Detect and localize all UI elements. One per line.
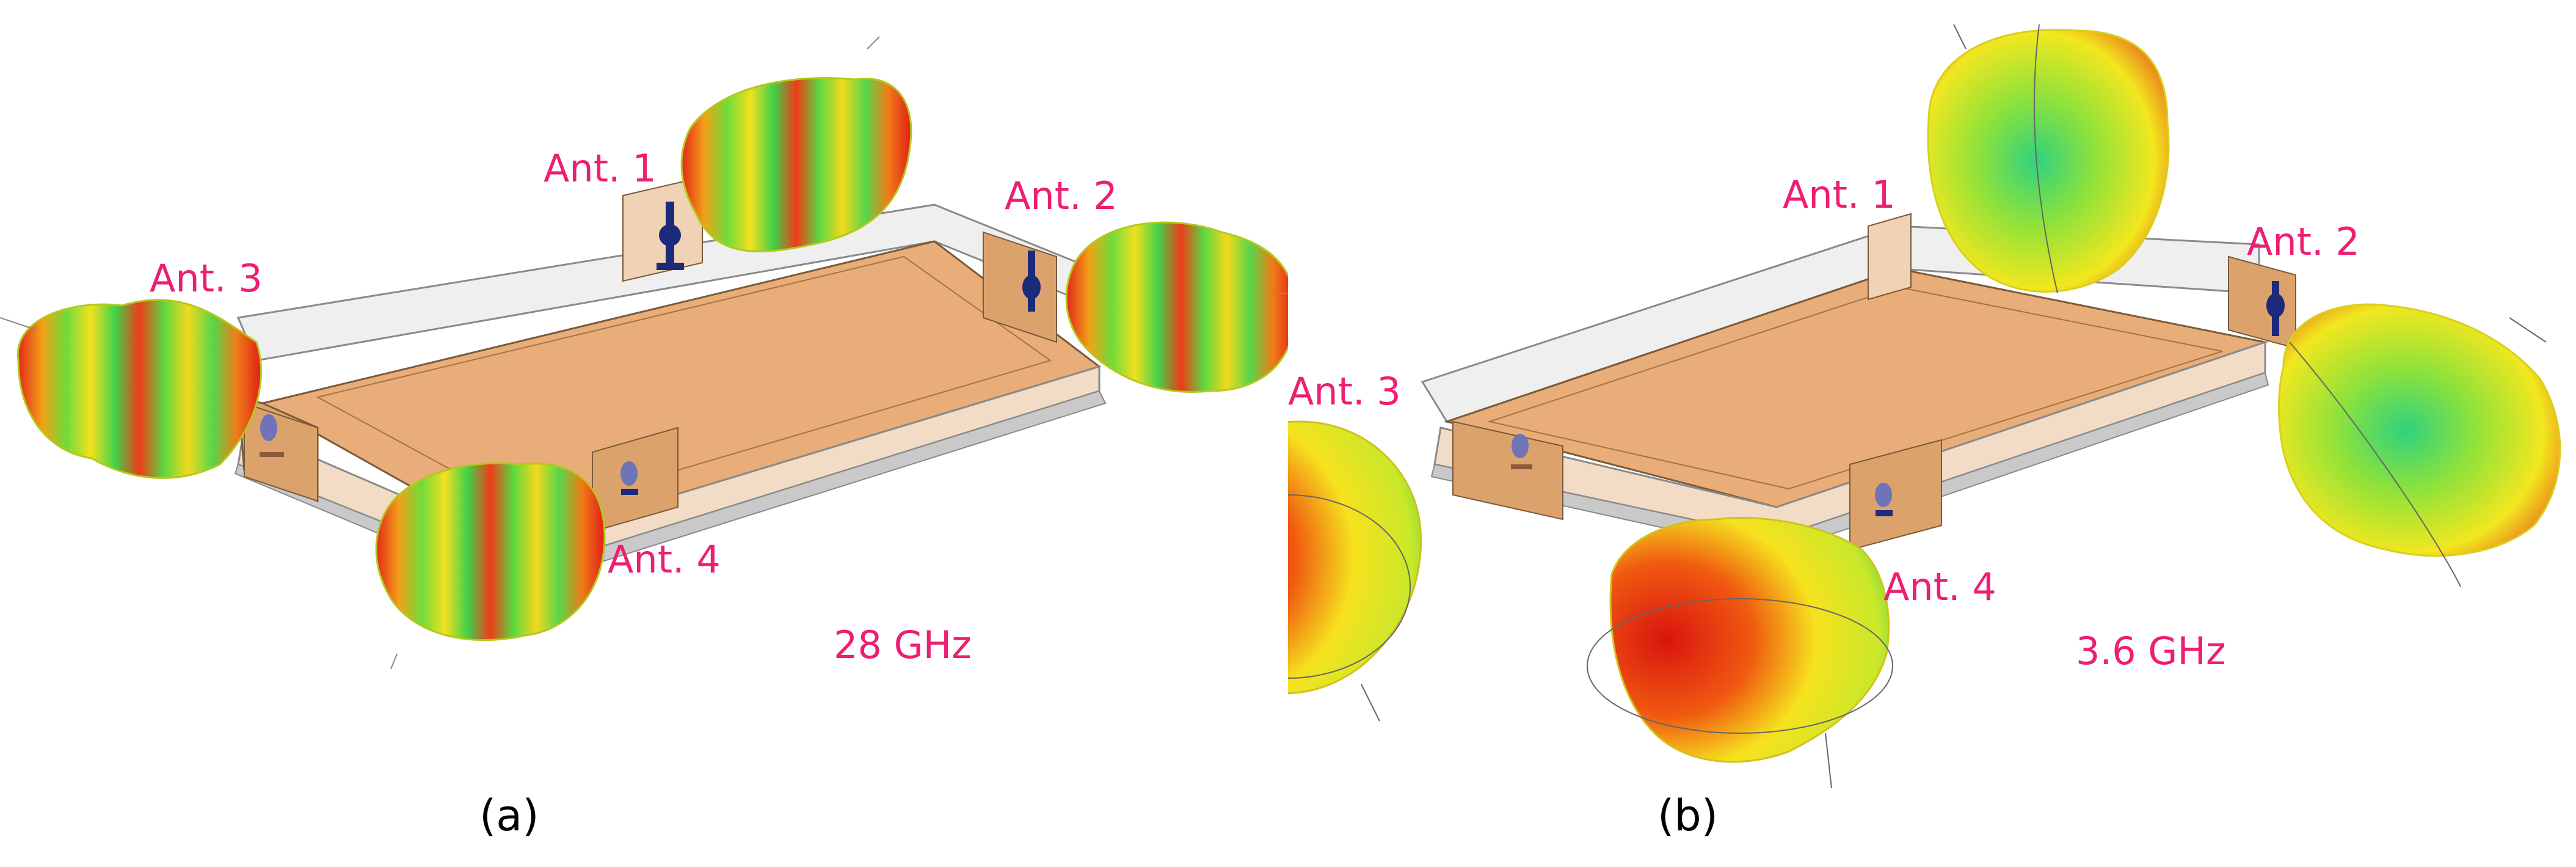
frequency-label-a: 28 GHz xyxy=(834,623,972,667)
panel-b: Ant. 1 Ant. 2 Ant. 3 Ant. 4 3.6 GHz (b) xyxy=(1288,0,2576,867)
pcb-outline xyxy=(1487,286,2223,490)
pattern-ant-2 xyxy=(2278,303,2561,587)
pattern-ant-1 xyxy=(1927,24,2170,294)
antenna-2-slot xyxy=(2228,255,2296,349)
antenna-4-feed-icon xyxy=(1875,483,1893,516)
label-ant-2: Ant. 2 xyxy=(1005,174,1118,218)
phone-chassis-diagram-a xyxy=(0,36,1288,670)
pattern-ant-1 xyxy=(680,36,912,252)
phone-chassis-diagram-b xyxy=(1288,24,2561,789)
antenna-4-feed-icon xyxy=(620,461,638,495)
panel-a: Ant. 1 Ant. 2 Ant. 3 Ant. 4 28 GHz (a) xyxy=(0,36,1288,841)
label-ant-3: Ant. 3 xyxy=(150,256,263,301)
frequency-label-b: 3.6 GHz xyxy=(2076,629,2226,673)
label-ant-4: Ant. 4 xyxy=(608,537,721,582)
antenna-1-feed-icon xyxy=(657,202,684,270)
pattern-ant-4 xyxy=(1587,516,1893,789)
label-ant-4: Ant. 4 xyxy=(1883,565,1996,609)
pattern-ant-3 xyxy=(1288,420,1422,722)
antenna-4-slot xyxy=(1849,439,1942,551)
pattern-ant-3 xyxy=(0,299,262,479)
label-ant-1: Ant. 1 xyxy=(1783,172,1896,217)
antenna-3-feed-icon xyxy=(260,414,284,457)
subfigure-label-b: (b) xyxy=(1657,791,1719,841)
label-ant-1: Ant. 1 xyxy=(544,146,657,191)
antenna-1-slot xyxy=(1868,213,1912,301)
label-ant-2: Ant. 2 xyxy=(2247,219,2360,264)
label-ant-3: Ant. 3 xyxy=(1288,369,1401,414)
pattern-ant-2 xyxy=(1065,221,1288,393)
antenna-2-feed-icon xyxy=(2266,281,2285,336)
antenna-2-feed-icon xyxy=(1022,251,1041,312)
antenna-2-slot xyxy=(983,231,1057,343)
pattern-ant-4 xyxy=(375,462,606,670)
antenna-3-feed-icon xyxy=(1511,434,1532,469)
subfigure-label-a: (a) xyxy=(479,791,539,841)
